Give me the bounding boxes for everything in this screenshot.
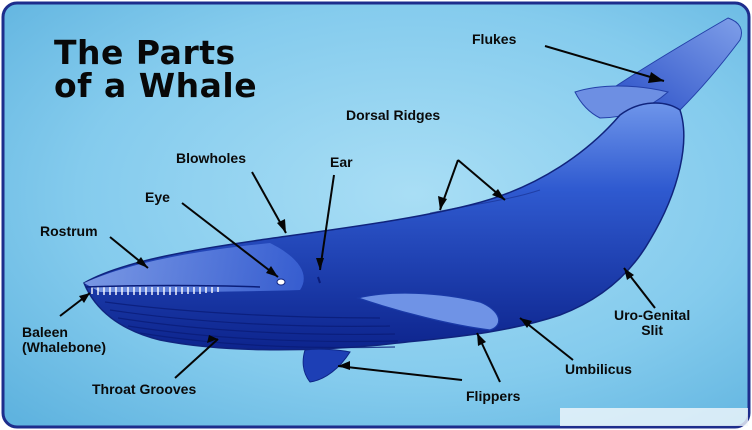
title-line-1: The Parts <box>54 36 257 69</box>
diagram-title: The Parts of a Whale <box>54 36 257 102</box>
label-uro-genital-slit: Uro-Genital Slit <box>614 308 690 339</box>
label-blowholes: Blowholes <box>176 151 246 166</box>
corner-patch <box>560 408 748 426</box>
label-umbilicus: Umbilicus <box>565 362 632 377</box>
label-throat-grooves: Throat Grooves <box>92 382 196 397</box>
label-ear: Ear <box>330 155 353 170</box>
label-dorsal-ridges: Dorsal Ridges <box>346 108 440 123</box>
label-baleen: Baleen (Whalebone) <box>22 325 106 356</box>
label-baleen-line-2: (Whalebone) <box>22 340 106 355</box>
label-eye: Eye <box>145 190 170 205</box>
label-baleen-line-1: Baleen <box>22 325 106 340</box>
label-uro-genital-line-2: Slit <box>614 323 690 338</box>
label-flippers: Flippers <box>466 389 520 404</box>
label-flukes: Flukes <box>472 32 516 47</box>
label-rostrum: Rostrum <box>40 224 98 239</box>
title-line-2: of a Whale <box>54 69 257 102</box>
label-uro-genital-line-1: Uro-Genital <box>614 308 690 323</box>
eye <box>277 279 285 285</box>
